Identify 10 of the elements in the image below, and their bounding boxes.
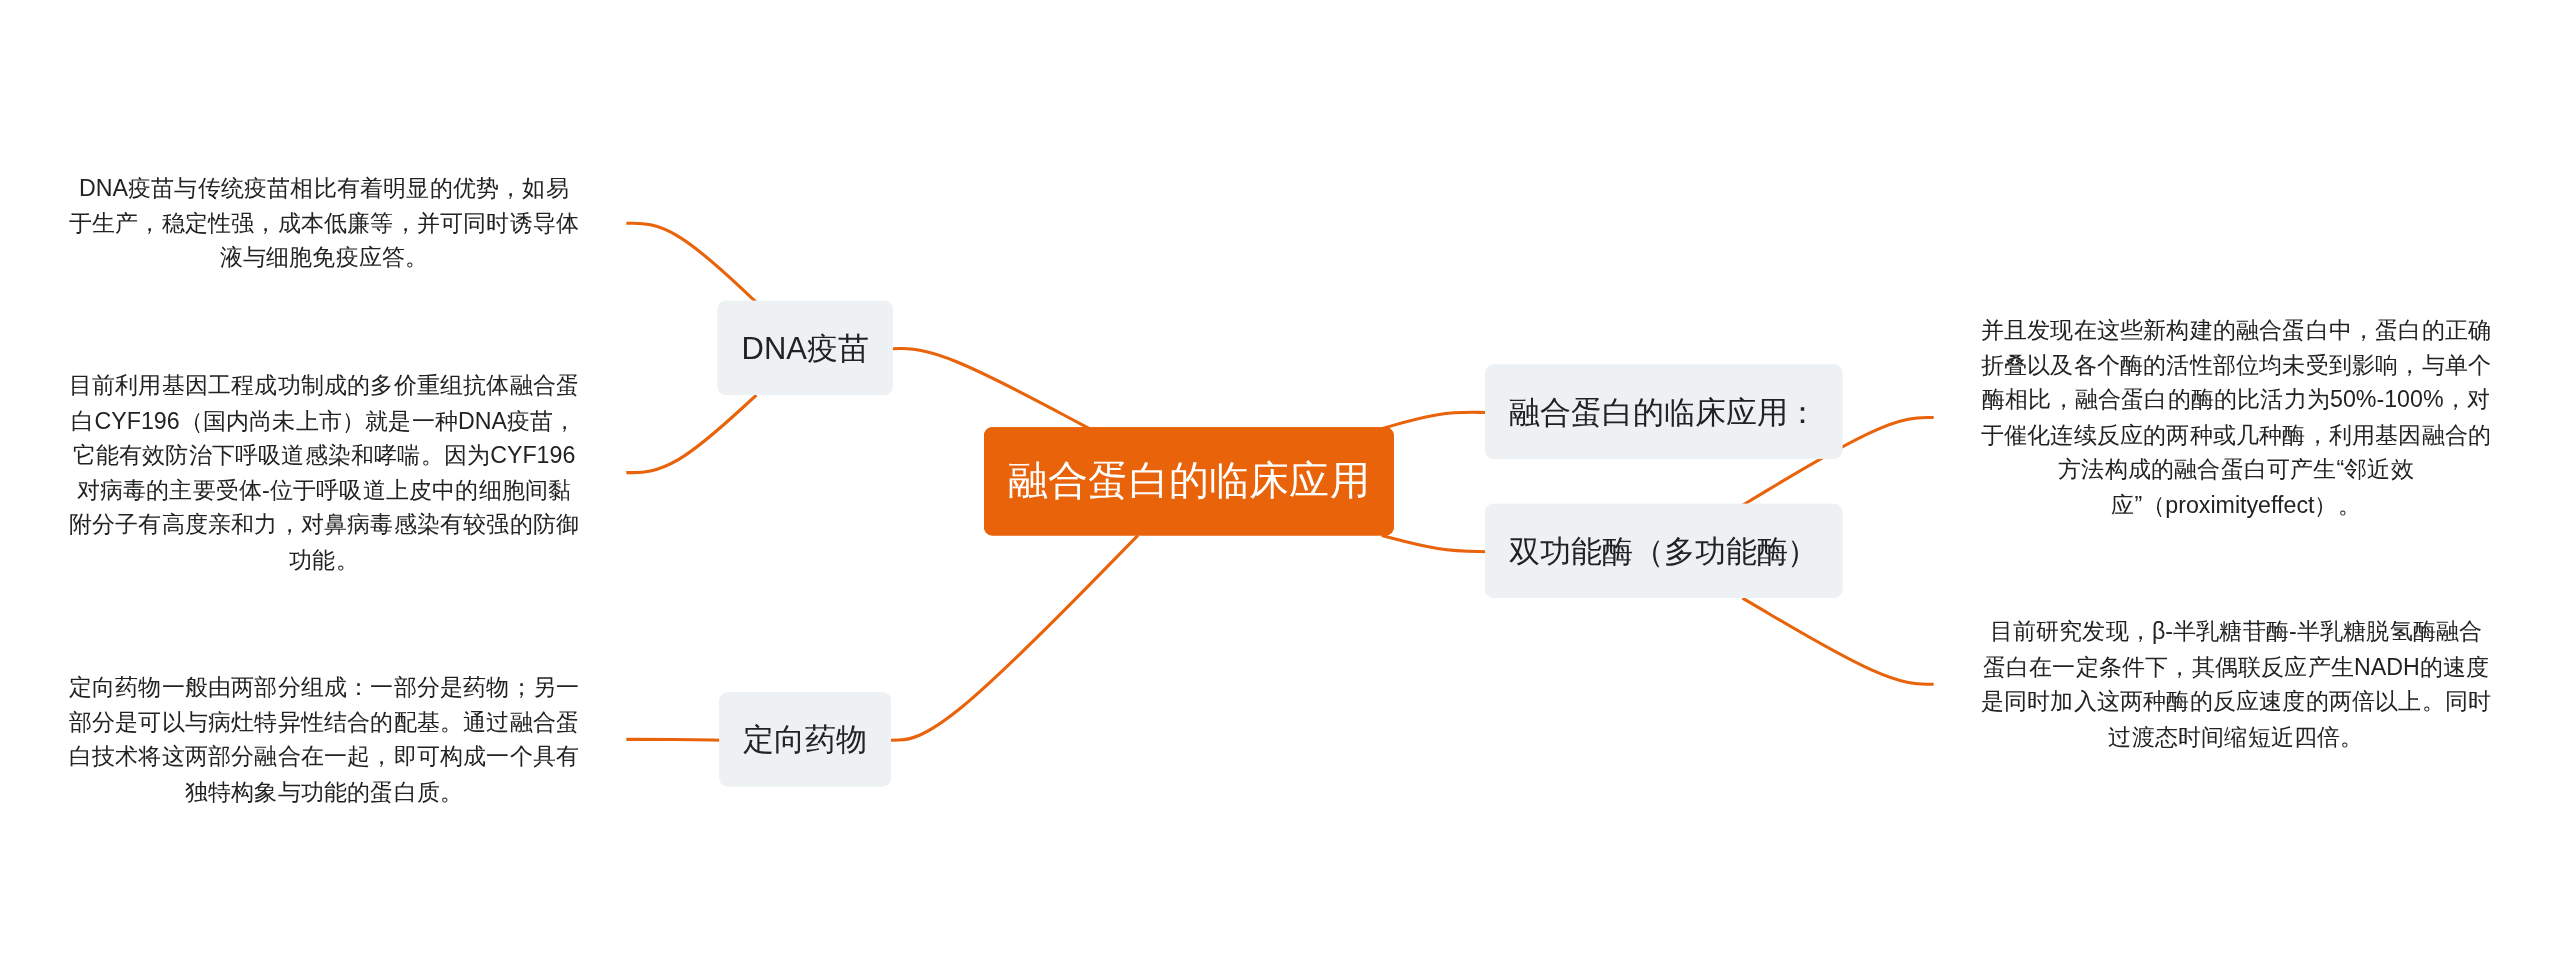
connector — [625, 221, 758, 303]
connector — [625, 737, 721, 742]
node-text: 定向药物一般由两部分组成：一部分是药物；另一部分是可以与病灶特异性结合的配基。通过融合蛋白技术将这两部分融合在一起，即可构成一个具有独特构象与功能的蛋白质。 — [68, 672, 580, 804]
node-text: DNA疫苗与传统疫苗相比有着明显的优势，如易于生产，稳定性强，成本低廉等，并可同时诱导体液与细胞免疫应答。 — [68, 173, 580, 270]
connector — [625, 393, 758, 474]
connector — [891, 533, 1139, 742]
node-text: 目前研究发现，β-半乳糖苷酶-半乳糖脱氢酶融合蛋白在一定条件下，其偶联反应产生NADH的速度是同时加入这两种酶的反应速度的两倍以上。同时过渡态时间缩短近四倍。 — [1980, 617, 2492, 748]
node-text: 目前利用基因工程成功制成的多价重组抗体融合蛋白CYF196（国内尚未上市）就是一种DNA疫苗，它能有效防治下呼吸道感染和哮喘。因为CYF196对病毒的主要受体-位于呼吸道上皮中的细胞间黏附分子有高度亲和力，对鼻病毒感染有较强的防御功能。 — [68, 370, 580, 572]
connector — [1741, 596, 1935, 686]
node-text: 并且发现在这些新构建的融合蛋白中，蛋白的正确折叠以及各个酶的活性部位均未受到影响，与单个酶相比，融合蛋白的酶的比活力为50%-100%，对于催化连续反应的两种或几种酶，利用基因融合的方法构成的融合蛋白可产生“邻近效应”（proximityeffect）。 — [1980, 315, 2492, 516]
